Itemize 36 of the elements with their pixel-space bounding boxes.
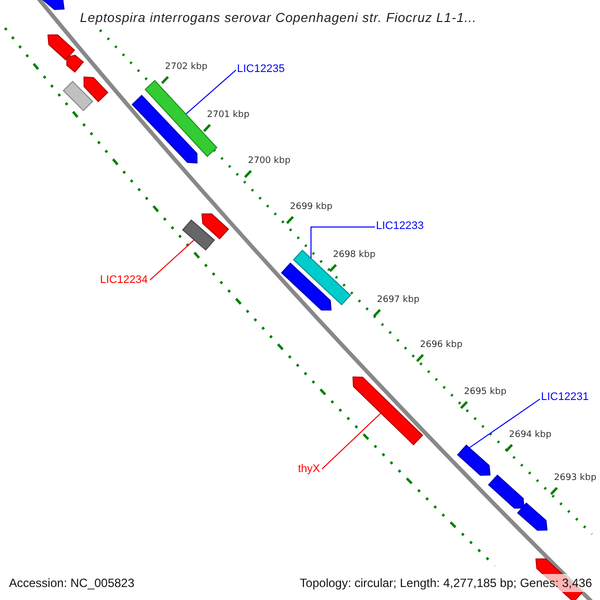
- gene-feature: [84, 76, 108, 102]
- leader-line: [150, 240, 194, 280]
- position-label: 2697 kbp: [377, 295, 420, 306]
- leader-line: [322, 412, 382, 470]
- gene-feature: [201, 213, 230, 240]
- position-label: 2694 kbp: [509, 430, 552, 441]
- gene-label: LIC12233: [376, 219, 424, 233]
- gene-feature: [517, 502, 548, 531]
- gene-feature: [488, 474, 525, 509]
- accession-text: Accession: NC_005823: [9, 575, 134, 592]
- position-label: 2695 kbp: [464, 387, 506, 398]
- gene-feature: [41, 0, 65, 10]
- gene-feature: [457, 444, 491, 476]
- gene-feature: [47, 34, 76, 60]
- gene-label: thyX: [298, 462, 320, 476]
- position-label: 2701 kbp: [207, 110, 250, 121]
- position-label: 2696 kbp: [420, 340, 462, 351]
- gene-label: LIC12231: [541, 390, 589, 404]
- gene-block: [62, 80, 94, 112]
- leader-line: [310, 226, 376, 258]
- gene-label: LIC12235: [237, 62, 285, 76]
- position-label: 2700 kbp: [248, 156, 290, 167]
- position-label: 2693 kbp: [554, 473, 596, 484]
- gene-feature: [66, 54, 84, 73]
- gene-block: [182, 219, 215, 251]
- leader-line: [186, 70, 236, 114]
- gene-feature: [132, 94, 198, 164]
- gene-label: LIC12234: [100, 273, 148, 287]
- map-title: Leptospira interrogans serovar Copenhageni str. Fiocruz L1-1...: [80, 9, 477, 27]
- leader-line: [468, 398, 540, 448]
- position-label: 2698 kbp: [333, 250, 376, 261]
- position-label: 2699 kbp: [290, 202, 332, 213]
- genome-info-text: Topology: circular; Length: 4,277,185 bp; Genes: 3,436: [300, 574, 592, 592]
- gene-feature: [352, 376, 424, 446]
- gene-feature: [280, 262, 332, 310]
- position-label: 2702 kbp: [165, 62, 208, 73]
